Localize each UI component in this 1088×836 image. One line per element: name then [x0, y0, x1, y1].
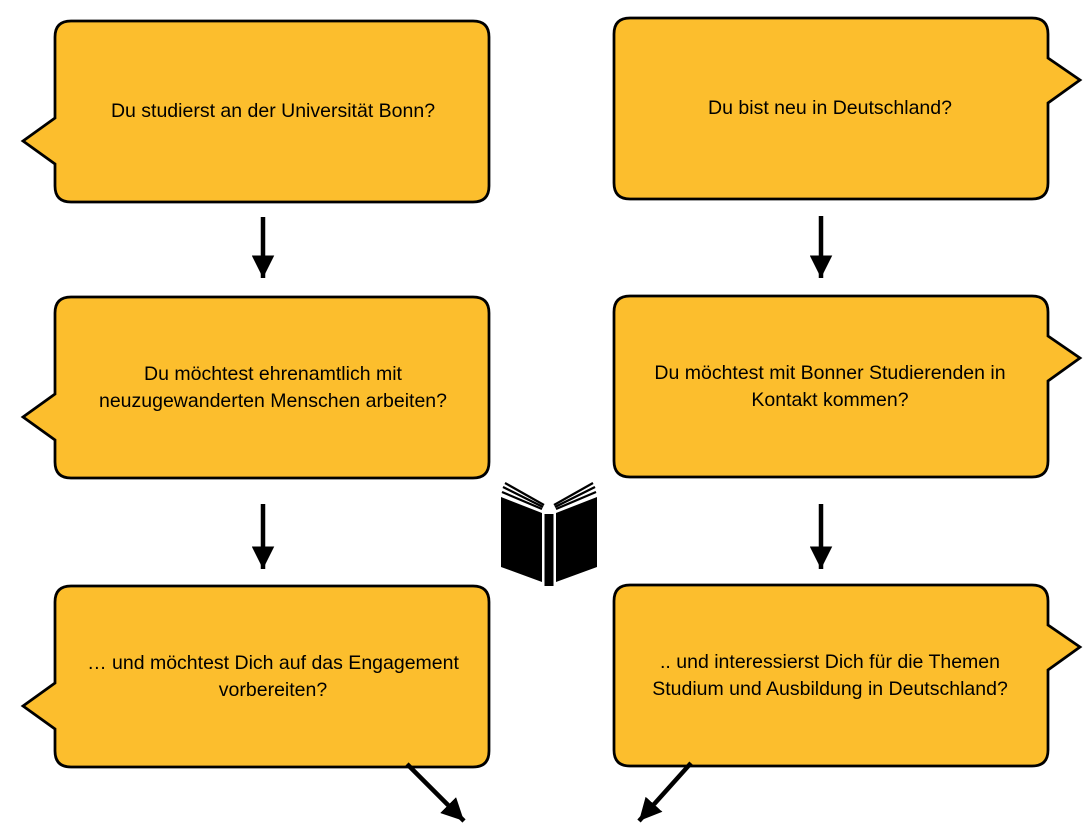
speech-bubble-left-2: Du möchtest ehrenamtlich mit neuzugewand…	[20, 295, 491, 481]
speech-bubble-left-3: … und möchtest Dich auf das Engagement v…	[20, 584, 491, 770]
speech-bubble-text: Du möchtest ehrenamtlich mit neuzugewand…	[98, 362, 447, 412]
speech-bubble-text: Du möchtest mit Bonner Studierenden in K…	[654, 361, 1006, 411]
speech-bubble-shape	[20, 295, 491, 480]
speech-bubble-shape	[612, 583, 1083, 768]
speech-bubble-right-1: Du bist neu in Deutschland?	[612, 16, 1083, 202]
speech-bubble-shape	[20, 584, 491, 769]
speech-bubble-text: .. und interessierst Dich für die Themen…	[652, 650, 1008, 700]
speech-bubble-text: Du studierst an der Universität Bonn?	[110, 100, 436, 123]
arrow-diagonal-icon	[637, 761, 693, 823]
speech-bubble-right-3: .. und interessierst Dich für die Themen…	[612, 583, 1083, 769]
speech-bubble-shape	[20, 19, 491, 204]
speech-bubble-text: … und möchtest Dich auf das Engagement v…	[87, 651, 459, 701]
speech-bubble-shape	[612, 294, 1083, 479]
speech-bubble-shape	[612, 16, 1083, 201]
speech-bubble-text: Du bist neu in Deutschland?	[708, 97, 952, 120]
speech-bubble-right-2: Du möchtest mit Bonner Studierenden in K…	[612, 294, 1083, 480]
speech-bubble-left-1: Du studierst an der Universität Bonn?	[20, 19, 491, 205]
open-book-icon	[501, 482, 597, 586]
arrow-diagonal-icon	[405, 762, 466, 823]
